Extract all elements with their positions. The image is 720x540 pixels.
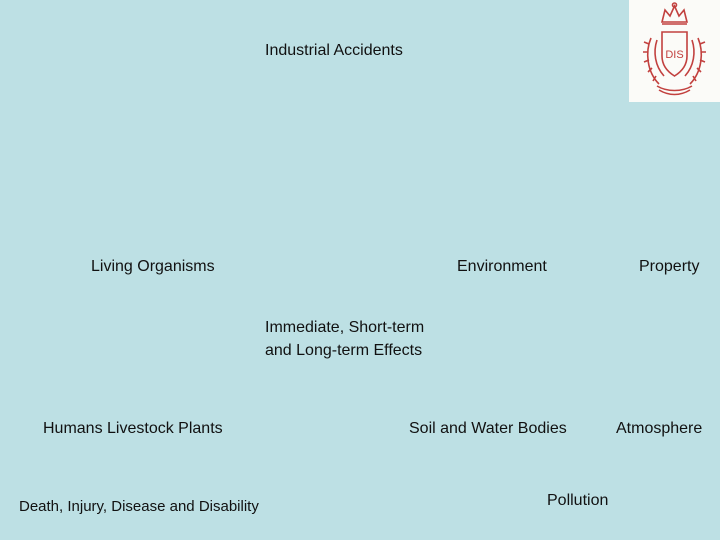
node-industrial-accidents: Industrial Accidents — [265, 42, 403, 59]
node-soil-water-bodies: Soil and Water Bodies — [409, 420, 567, 437]
node-effects-line2: and Long-term Effects — [265, 342, 423, 359]
node-humans-livestock-plants: Humans Livestock Plants — [43, 420, 223, 437]
node-property: Property — [639, 258, 700, 275]
emblem-text: DIS — [665, 49, 683, 61]
node-death-injury: Death, Injury, Disease and Disability — [19, 498, 259, 515]
node-effects-line1: Immediate, Short-term — [265, 319, 425, 336]
node-atmosphere: Atmosphere — [616, 420, 703, 437]
emblem-icon: DIS — [643, 2, 706, 96]
node-pollution: Pollution — [547, 492, 609, 509]
emblem-logo: DIS — [629, 0, 720, 102]
node-living-organisms: Living Organisms — [91, 258, 215, 275]
node-environment: Environment — [457, 258, 547, 275]
